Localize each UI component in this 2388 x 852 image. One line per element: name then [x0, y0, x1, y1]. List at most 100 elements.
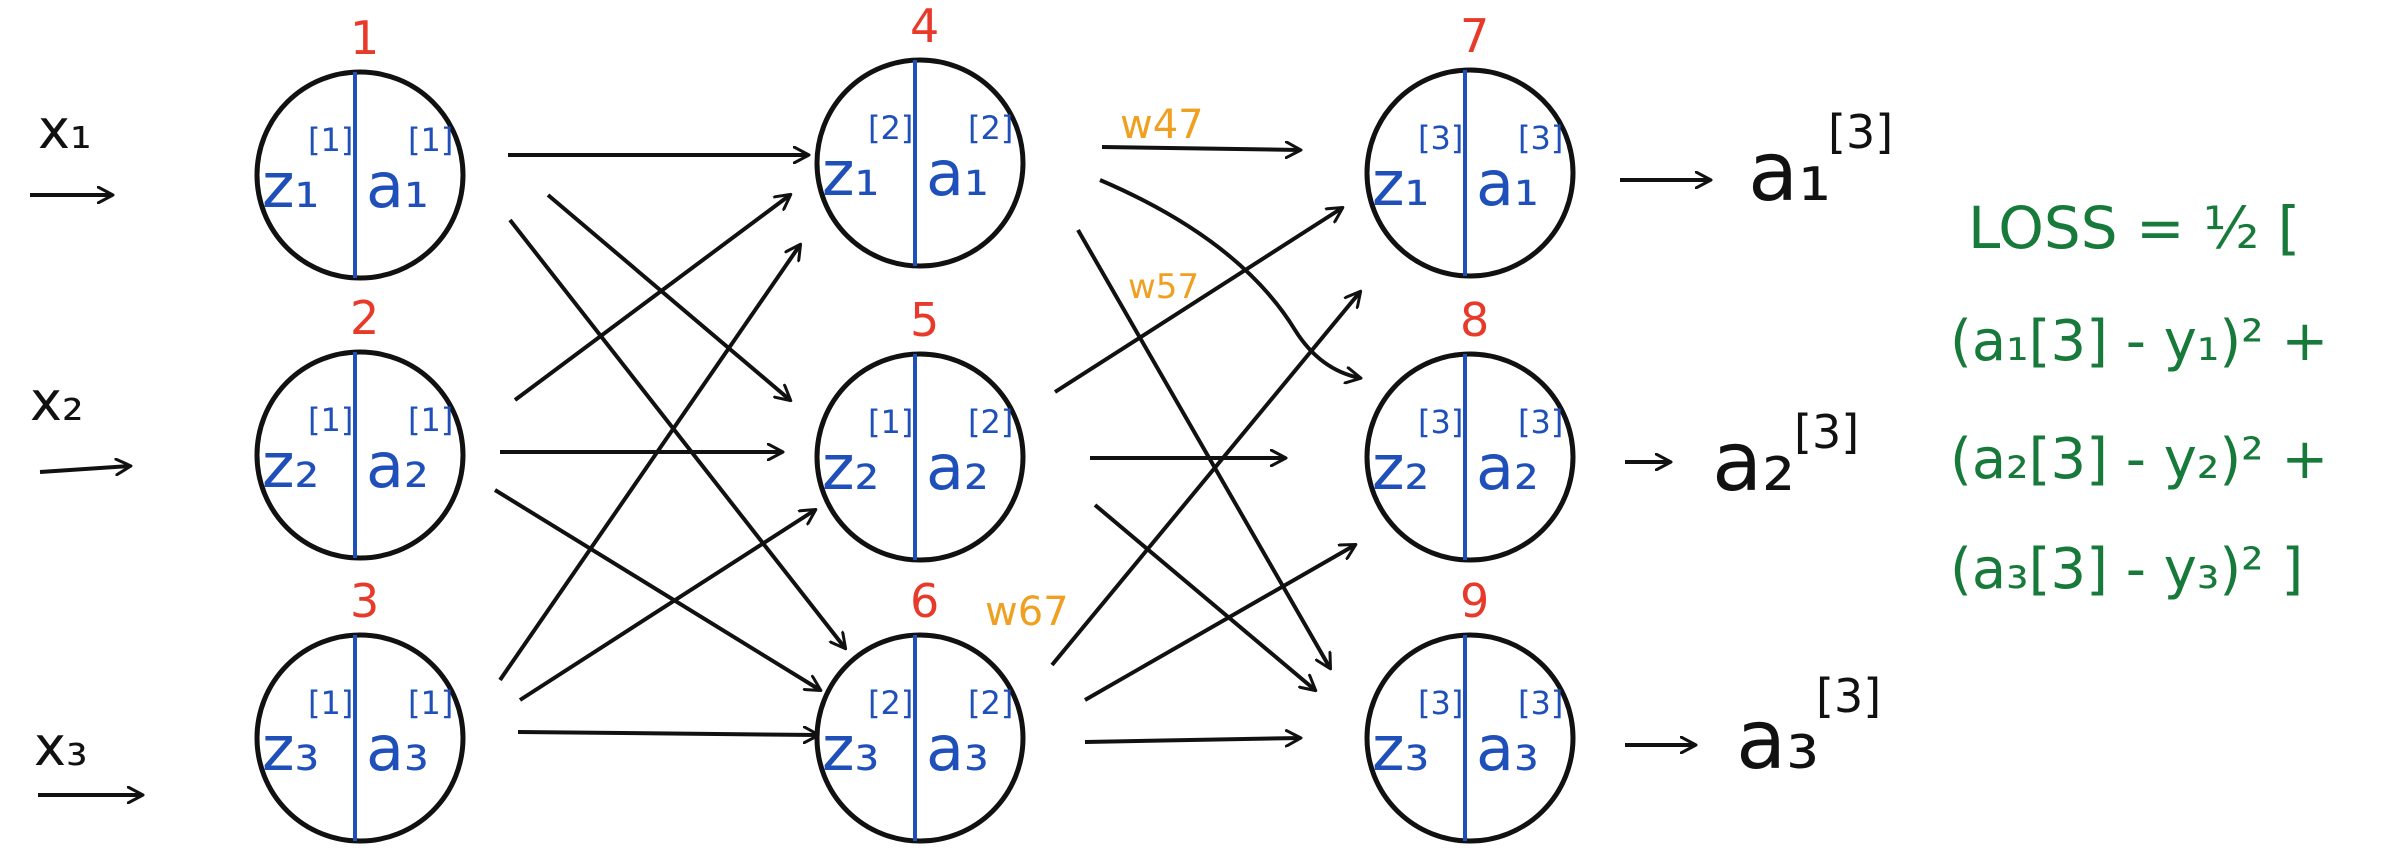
neuron-4-index: 4 — [910, 0, 939, 53]
neuron-2-a: a₂ — [366, 429, 429, 502]
output-2: a₂ [3] — [1625, 405, 1859, 510]
neuron-7-a-sup: [3] — [1518, 119, 1563, 157]
neuron-2-z-sup: [1] — [308, 401, 353, 439]
edge-5-7 — [1053, 208, 1342, 394]
input-x2-arrow — [39, 466, 130, 472]
edge-1-5 — [546, 193, 790, 400]
output-1: a₁ [3] — [1620, 105, 1893, 220]
connections-layer1-layer2 — [493, 155, 845, 735]
neuron-1-z-sup: [1] — [308, 121, 353, 159]
neuron-7-index: 7 — [1460, 9, 1489, 63]
weight-w57: w57 — [1128, 267, 1199, 307]
neuron-4-a: a₁ — [926, 137, 989, 210]
neuron-1-a-sup: [1] — [408, 121, 453, 159]
neuron-9-a-sup: [3] — [1518, 684, 1563, 722]
output-1-sup: [3] — [1828, 105, 1893, 159]
loss-line-2: (a₁[3] - y₁)² + — [1950, 309, 2328, 374]
connections-layer2-layer3 — [1050, 147, 1360, 742]
input-x1-label: x₁ — [38, 98, 92, 161]
output-2-label: a₂ — [1712, 415, 1795, 510]
neuron-9-a: a₃ — [1476, 712, 1539, 785]
neuron-3-z: z₃ — [262, 712, 319, 785]
neuron-1-a: a₁ — [366, 149, 429, 222]
neuron-7-a: a₁ — [1476, 147, 1539, 220]
edge-4-7 — [1101, 147, 1300, 150]
neuron-3-a-sup: [1] — [408, 684, 453, 722]
neuron-2-z: z₂ — [262, 429, 319, 502]
input-x2-label: x₂ — [30, 370, 84, 433]
neuron-4-a-sup: [2] — [968, 109, 1013, 147]
input-x1: x₁ — [30, 98, 112, 195]
neuron-7: 7z₁[3]a₁[3] — [1364, 9, 1576, 279]
weight-w47: w47 — [1120, 102, 1204, 148]
neuron-5: 5 z₂[1] a₂[2] — [814, 293, 1026, 563]
neuron-6-a: a₃ — [926, 712, 989, 785]
neuron-3-circle — [254, 632, 466, 844]
edge-3-5 — [518, 510, 815, 702]
edge-2-4 — [513, 195, 790, 402]
neuron-9-z-sup: [3] — [1418, 684, 1463, 722]
neuron-5-z-sup: [1] — [868, 403, 913, 441]
neuron-5-a: a₂ — [926, 431, 989, 504]
neuron-8-circle — [1364, 351, 1576, 563]
loss-formula: LOSS = ½ [ (a₁[3] - y₁)² + (a₂[3] - y₂)²… — [1950, 194, 2328, 602]
edge-3-6 — [517, 732, 818, 735]
input-x3: x₃ — [34, 715, 142, 795]
neuron-5-a-sup: [2] — [968, 403, 1013, 441]
neuron-8-a: a₂ — [1476, 431, 1539, 504]
neuron-3-index: 3 — [350, 574, 379, 628]
edge-6-8 — [1084, 545, 1355, 702]
neuron-8-a-sup: [3] — [1518, 403, 1563, 441]
neuron-1-circle — [254, 69, 466, 281]
loss-line-4: (a₃[3] - y₃)² ] — [1950, 537, 2303, 602]
neuron-7-circle — [1364, 67, 1576, 279]
neuron-9-circle — [1364, 632, 1576, 844]
neuron-2-circle — [254, 349, 466, 561]
output-2-sup: [3] — [1794, 405, 1859, 459]
neuron-layers: 1z₁[1]a₁[1]2z₂[1]a₂[1]3z₃[1]a₃[1]4z₁[2]a… — [254, 0, 1576, 844]
neuron-6-a-sup: [2] — [968, 684, 1013, 722]
neuron-3-z-sup: [1] — [308, 684, 353, 722]
neuron-9: 9z₃[3]a₃[3] — [1364, 574, 1576, 844]
edge-3-4 — [498, 245, 800, 682]
loss-line-1: LOSS = ½ [ — [1968, 194, 2300, 262]
neuron-8-index: 8 — [1460, 293, 1489, 347]
edge-1-6 — [508, 218, 845, 648]
neuron-6-circle — [814, 632, 1026, 844]
neuron-5-circle — [814, 351, 1026, 563]
neuron-3: 3z₃[1]a₃[1] — [254, 574, 466, 844]
neuron-5-z: z₂ — [822, 431, 879, 504]
output-3: a₃ [3] — [1625, 669, 1881, 788]
edge-5-9 — [1093, 503, 1315, 690]
neuron-3-a: a₃ — [366, 712, 429, 785]
neuron-8: 8z₂[3]a₂[3] — [1364, 293, 1576, 563]
output-1-label: a₁ — [1748, 125, 1831, 220]
edge-6-9 — [1084, 738, 1300, 742]
neuron-2: 2z₂[1]a₂[1] — [254, 291, 466, 561]
neuron-6-z: z₃ — [822, 712, 879, 785]
neuron-6-z-sup: [2] — [868, 684, 913, 722]
neuron-1-z: z₁ — [262, 149, 319, 222]
edge-4-9 — [1076, 229, 1330, 668]
edge-4-8 — [1099, 178, 1360, 378]
edge-6-7 — [1050, 292, 1360, 667]
output-3-label: a₃ — [1736, 693, 1819, 788]
neuron-9-index: 9 — [1460, 574, 1489, 628]
neuron-5-index: 5 — [910, 293, 939, 347]
neuron-4: 4z₁[2]a₁[2] — [814, 0, 1026, 269]
edge-2-6 — [493, 488, 820, 690]
weight-w67: w67 — [985, 589, 1069, 635]
neuron-8-z: z₂ — [1372, 431, 1429, 504]
output-3-sup: [3] — [1816, 669, 1881, 723]
input-x3-label: x₃ — [34, 715, 88, 778]
neuron-6: 6z₃[2]a₃[2] — [814, 574, 1026, 844]
neuron-4-circle — [814, 57, 1026, 269]
neuron-9-z: z₃ — [1372, 712, 1429, 785]
neuron-7-z-sup: [3] — [1418, 119, 1463, 157]
neuron-2-index: 2 — [350, 291, 379, 345]
neuron-2-a-sup: [1] — [408, 401, 453, 439]
input-x2: x₂ — [30, 370, 130, 472]
neuron-4-z-sup: [2] — [868, 109, 913, 147]
